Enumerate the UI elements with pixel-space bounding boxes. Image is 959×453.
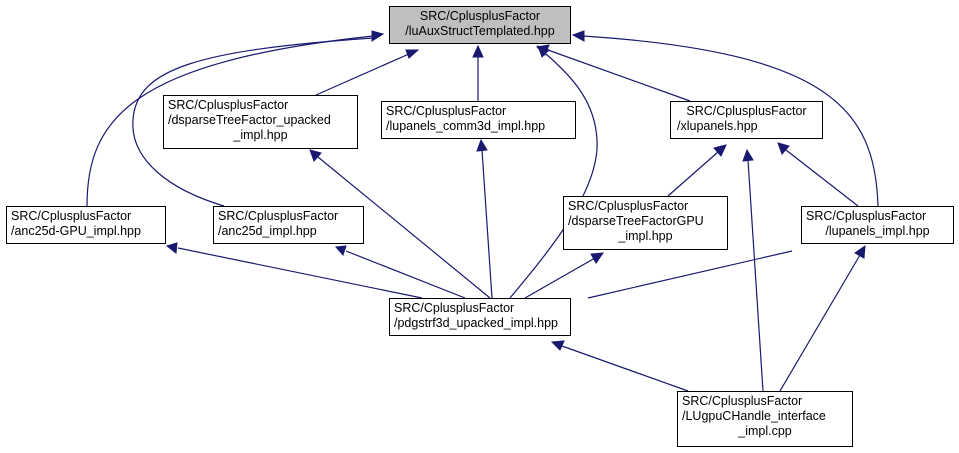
edge-lupimpl-to-xlup (785, 149, 859, 207)
node-path-prefix: SRC/CplusplusFactor (168, 98, 289, 112)
node-file-name: /LUgpuCHandle_interface (682, 409, 826, 423)
node-xlupanels[interactable]: SRC/CplusplusFactor /xlupanels.hpp (670, 101, 823, 139)
node-path-prefix: SRC/CplusplusFactor (568, 199, 689, 213)
edge-dsparse-to-pdg (317, 156, 491, 299)
edge-lugpu-to-xlup (747, 159, 764, 392)
node-file-name: /pdgstrf3d_upacked_impl.hpp (394, 316, 559, 330)
edge-lugpu-to-lupimpl (779, 254, 861, 392)
arrowhead (742, 148, 754, 162)
arrowhead (334, 245, 347, 256)
node-file-name: /anc25d_impl.hpp (218, 224, 317, 238)
edge-lupimpl-to-root (582, 35, 879, 207)
node-path-prefix: SRC/CplusplusFactor (11, 209, 132, 223)
node-path-prefix: SRC/CplusplusFactor (806, 209, 927, 223)
arrowhead (571, 30, 585, 42)
node-lupanels-comm3d[interactable]: SRC/CplusplusFactor /lupanels_comm3d_imp… (381, 101, 576, 139)
node-path-prefix: SRC/CplusplusFactor (386, 104, 507, 118)
node-file-name-suffix: _impl.hpp (233, 128, 288, 142)
node-path-prefix: SRC/CplusplusFactor (682, 394, 803, 408)
edge-xlup-to-root (547, 49, 691, 102)
node-lugpuchandle-interface[interactable]: SRC/CplusplusFactor /LUgpuCHandle_interf… (677, 391, 853, 447)
node-file-name: /xlupanels.hpp (677, 119, 758, 133)
node-path-prefix: SRC/CplusplusFactor (419, 9, 541, 23)
arrowhead (371, 30, 385, 42)
edge-pdg-to-root (509, 53, 598, 299)
node-file-name-suffix: _impl.cpp (738, 424, 792, 438)
arrowhead (165, 242, 178, 254)
edge-lupimpl-to-pdg (587, 250, 793, 299)
arrowhead (537, 45, 550, 58)
node-path-prefix: SRC/CplusplusFactor (686, 104, 807, 118)
node-path-prefix: SRC/CplusplusFactor (394, 301, 515, 315)
node-file-name: /dsparseTreeFactorGPU (568, 214, 704, 228)
node-file-name: /luAuxStructTemplated.hpp (405, 24, 555, 38)
edge-anc25-to-pdg (345, 250, 466, 299)
edge-dsgpu-to-xlup (667, 151, 719, 197)
arrowhead (713, 144, 727, 157)
node-file-name: /lupanels_comm3d_impl.hpp (386, 119, 546, 133)
arrowhead (854, 244, 866, 259)
node-file-name: /dsparseTreeFactor_upacked (168, 113, 331, 127)
edge-lugpu-to-pdg (561, 345, 689, 392)
node-dsparsetreefactor-upacked[interactable]: SRC/CplusplusFactor /dsparseTreeFactor_u… (163, 95, 358, 149)
edge-anc25-to-root (132, 37, 374, 207)
edge-anc25gpu-to-pdg (177, 247, 423, 299)
arrowhead (472, 44, 484, 58)
node-file-name-suffix: _impl.hpp (618, 229, 673, 243)
edge-dsgpu-to-pdg (524, 257, 596, 299)
arrowhead (405, 49, 420, 59)
arrowhead (590, 252, 605, 264)
node-luauxstructtemplated[interactable]: SRC/CplusplusFactor /luAuxStructTemplate… (389, 6, 571, 44)
edge-dsparse-to-root (315, 49, 419, 96)
node-anc25d-gpu-impl[interactable]: SRC/CplusplusFactor /anc25d-GPU_impl.hpp (6, 206, 166, 244)
arrowhead (550, 340, 565, 351)
node-file-name: /lupanels_impl.hpp (825, 224, 930, 238)
node-file-name: /anc25d-GPU_impl.hpp (11, 224, 141, 238)
edge-lupcomm-to-pdg (481, 149, 493, 299)
arrowhead (476, 138, 488, 152)
node-anc25d-impl[interactable]: SRC/CplusplusFactor /anc25d_impl.hpp (213, 206, 364, 244)
node-path-prefix: SRC/CplusplusFactor (218, 209, 339, 223)
node-dsparsetreefactorgpu[interactable]: SRC/CplusplusFactor /dsparseTreeFactorGP… (563, 196, 728, 250)
node-pdgstrf3d-upacked-impl[interactable]: SRC/CplusplusFactor /pdgstrf3d_upacked_i… (389, 298, 571, 336)
arrowhead (309, 149, 322, 162)
node-lupanels-impl[interactable]: SRC/CplusplusFactor /lupanels_impl.hpp (801, 206, 954, 244)
arrowhead (777, 142, 790, 155)
